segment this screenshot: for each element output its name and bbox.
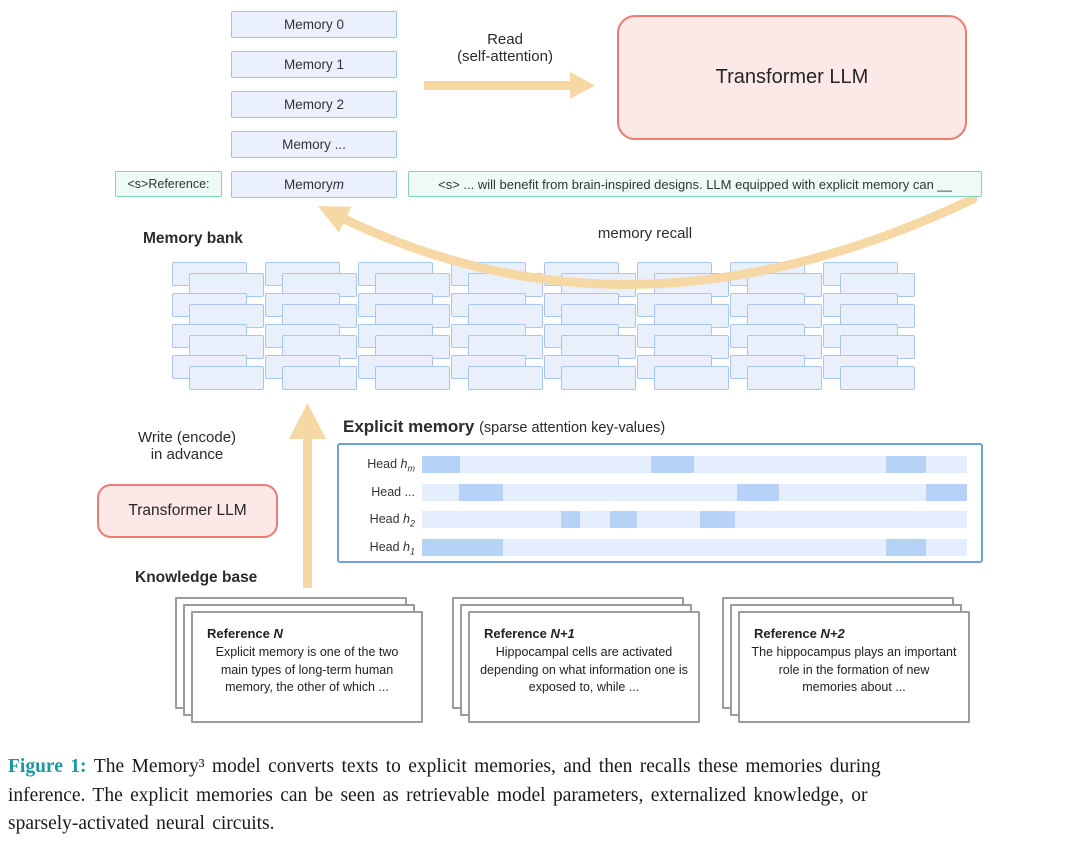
head-row-strip-3 xyxy=(422,538,967,556)
reference-card-body: The hippocampus plays an important role … xyxy=(751,645,957,694)
head-row-label-1: Head ... xyxy=(371,484,415,499)
memory-bank-label: Memory bank xyxy=(143,230,243,247)
memory-box-3: Memory ... xyxy=(231,131,397,158)
attention-segment xyxy=(699,511,736,528)
head-row-label-3: Head h1 xyxy=(369,539,415,557)
memory-unit-front xyxy=(747,366,822,390)
head-row-strip-0 xyxy=(422,456,967,473)
head-row-label-2: Head h2 xyxy=(369,512,415,529)
read-label: Read (self-attention) xyxy=(457,31,553,65)
explicit-memory-panel: Head hm Head ... Head h2 Head h1 xyxy=(337,443,983,563)
write-label: Write (encode) in advance xyxy=(137,429,237,463)
reference-card-0: Reference N Explicit memory is one of the… xyxy=(191,611,423,723)
attention-segment xyxy=(459,483,503,501)
memory-recall-label: memory recall xyxy=(597,225,693,242)
attention-segment xyxy=(422,456,461,473)
attention-segment xyxy=(926,483,967,501)
read-arrow xyxy=(424,72,595,99)
attention-segment xyxy=(650,456,695,473)
attention-segment xyxy=(560,511,581,528)
memory-box-1: Memory 1 xyxy=(231,51,397,78)
reference-card-title: Reference N+2 xyxy=(754,626,845,641)
attention-segment xyxy=(737,483,779,501)
memory-box-0: Memory 0 xyxy=(231,11,397,38)
memory-box-2: Memory 2 xyxy=(231,91,397,118)
knowledge-base-label: Knowledge base xyxy=(135,569,258,586)
write-arrow xyxy=(289,403,326,588)
attention-segment xyxy=(886,538,927,556)
attention-segment xyxy=(886,456,927,473)
transformer-llm-writer-box: Transformer LLM xyxy=(97,484,278,538)
reference-card-title: Reference N+1 xyxy=(484,626,575,641)
memory-box-4: Memory m xyxy=(231,171,397,198)
memory-unit-front xyxy=(189,366,264,390)
reference-card-body: Explicit memory is one of the two main t… xyxy=(215,645,399,694)
context-token-box: <s> ... will benefit from brain-inspired… xyxy=(408,171,982,197)
head-row-strip-1 xyxy=(422,483,967,501)
attention-segment xyxy=(610,511,638,528)
reference-card-title: Reference N xyxy=(207,626,283,641)
memory-unit-front xyxy=(468,366,543,390)
head-row-strip-2 xyxy=(422,511,967,528)
explicit-memory-title: Explicit memory (sparse attention key-va… xyxy=(343,417,666,436)
memory-unit-front xyxy=(840,366,915,390)
memory-unit-front xyxy=(654,366,729,390)
caption-tag: Figure 1: xyxy=(8,756,87,777)
figure-caption: Figure 1: The Memory³ model converts tex… xyxy=(8,756,881,834)
memory-unit-front xyxy=(561,366,636,390)
reference-card-body: Hippocampal cells are activated dependin… xyxy=(480,645,688,694)
memory-unit-front xyxy=(282,366,357,390)
head-row-label-0: Head hm xyxy=(367,457,415,474)
attention-segment xyxy=(422,538,503,556)
reference-token-box: <s>Reference: xyxy=(115,171,222,197)
memory-unit-front xyxy=(375,366,450,390)
transformer-llm-main-box: Transformer LLM xyxy=(617,15,967,140)
